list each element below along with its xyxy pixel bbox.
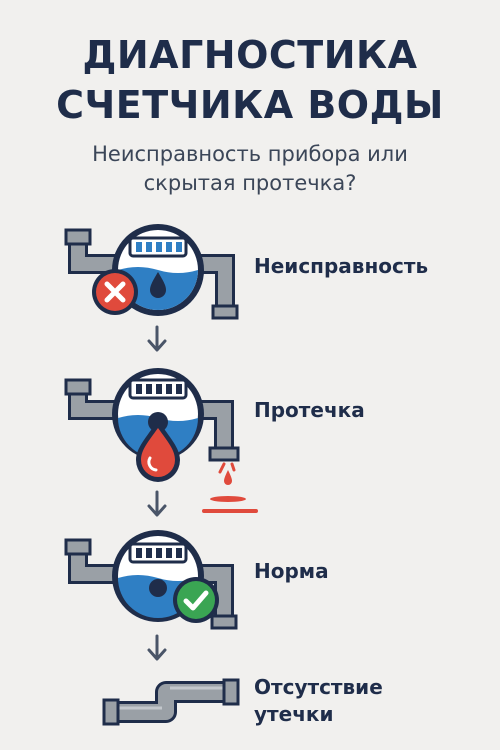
step-label-leak: Протечка xyxy=(254,398,365,422)
step-normal-meter xyxy=(64,530,238,630)
x-mark-icon xyxy=(92,269,138,315)
check-mark-icon xyxy=(173,577,219,623)
step-no-leak-pipe xyxy=(102,678,240,726)
step-leak-meter xyxy=(64,368,258,513)
title-line-2: СЧЕТЧИКА ВОДЫ xyxy=(56,83,444,127)
pipe-icon xyxy=(64,378,240,462)
arrow-down-icon xyxy=(147,325,167,352)
page-subtitle: Неисправность прибора или скрытая протеч… xyxy=(0,140,500,198)
step-label-normal: Норма xyxy=(254,559,329,583)
arrow-down-icon xyxy=(147,634,167,661)
step-label-malfunction: Неисправность xyxy=(254,254,429,278)
title-line-1: ДИАГНОСТИКА xyxy=(82,33,418,77)
arrow-down-icon xyxy=(147,490,167,517)
step-label-no-leak: Отсутствие утечки xyxy=(254,674,383,728)
subtitle-line-2: скрытая протечка? xyxy=(143,171,357,195)
pipe-icon xyxy=(64,538,238,630)
meter-icon xyxy=(112,368,204,460)
dripping-water-icon xyxy=(202,462,258,513)
step-label-no-leak-line-2: утечки xyxy=(254,702,334,726)
subtitle-line-1: Неисправность прибора или xyxy=(92,142,408,166)
step-malfunction-meter xyxy=(64,224,239,320)
pipe-icon xyxy=(102,678,240,726)
page-title: ДИАГНОСТИКА СЧЕТЧИКА ВОДЫ xyxy=(0,30,500,130)
pipe-icon xyxy=(64,228,239,320)
step-label-no-leak-line-1: Отсутствие xyxy=(254,675,383,699)
water-drop-icon xyxy=(136,420,180,482)
